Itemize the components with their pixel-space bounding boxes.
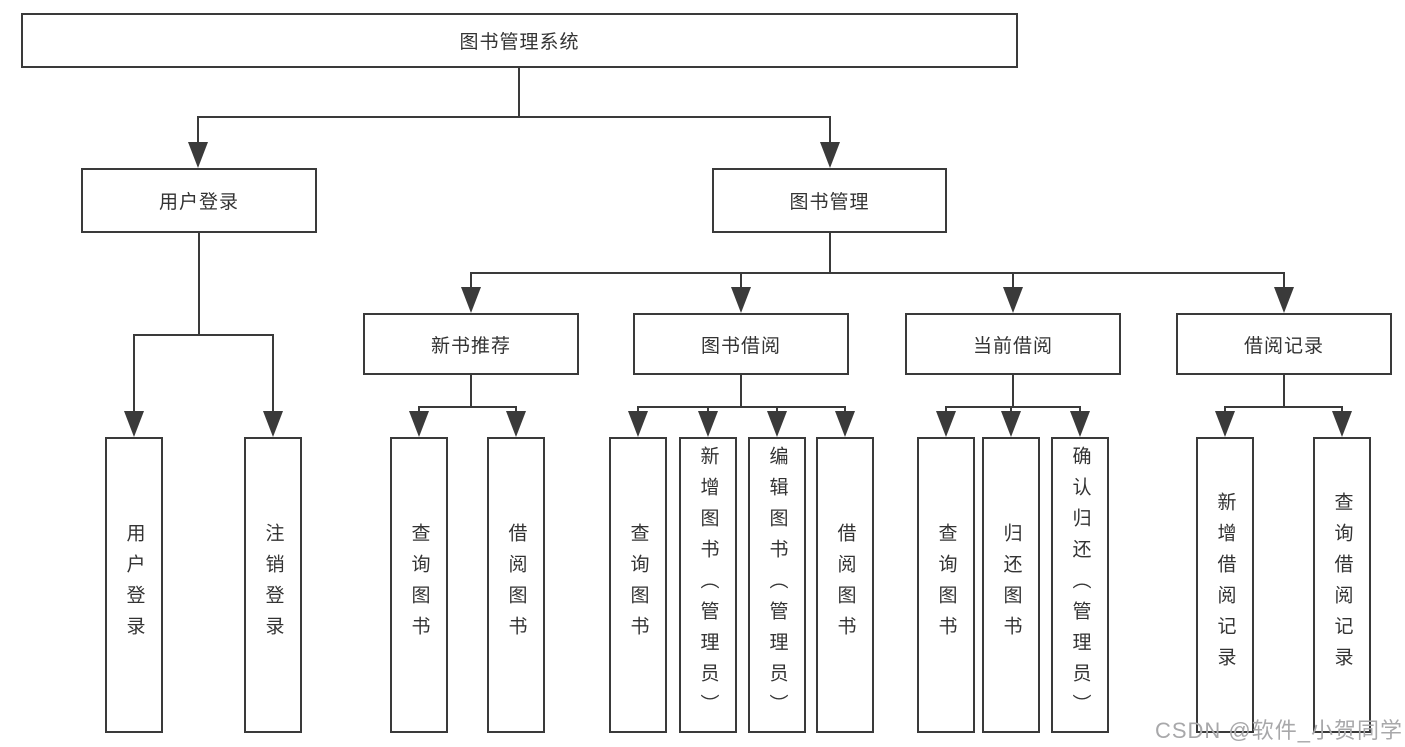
- node-current-borrowing: 当前借阅: [905, 313, 1121, 375]
- leaf-borrow-books-recommend: 借阅图书: [487, 437, 545, 733]
- node-label: 新增借阅记录: [1214, 492, 1236, 678]
- leaf-logout: 注销登录: [244, 437, 302, 733]
- leaf-query-books-borrowing: 查询图书: [609, 437, 667, 733]
- node-label: 图书管理系统: [459, 32, 580, 53]
- node-label: 借阅图书: [834, 523, 856, 647]
- node-label: 编辑图书（管理员）: [766, 445, 788, 725]
- node-label: 注销登录: [262, 523, 284, 647]
- node-label: 查询图书: [408, 523, 430, 647]
- node-borrowing-records: 借阅记录: [1176, 313, 1392, 375]
- node-book-borrowing: 图书借阅: [633, 313, 849, 375]
- leaf-return-books: 归还图书: [982, 437, 1040, 733]
- leaf-add-borrow-record: 新增借阅记录: [1196, 437, 1254, 733]
- watermark: CSDN @软件_小贺同学: [1154, 718, 1403, 743]
- leaf-add-book-admin: 新增图书（管理员）: [679, 437, 737, 733]
- leaf-query-books-current: 查询图书: [917, 437, 975, 733]
- node-label: 图书借阅: [700, 335, 781, 357]
- node-label: 当前借阅: [972, 335, 1053, 357]
- node-label: 新增图书（管理员）: [697, 445, 719, 725]
- node-book-management: 图书管理: [712, 168, 947, 233]
- leaf-query-borrow-record: 查询借阅记录: [1313, 437, 1371, 733]
- node-label: 用户登录: [123, 523, 145, 647]
- node-label: 借阅记录: [1243, 335, 1324, 357]
- node-label: 归还图书: [1000, 523, 1022, 647]
- leaf-edit-book-admin: 编辑图书（管理员）: [748, 437, 806, 733]
- node-label: 借阅图书: [505, 523, 527, 647]
- node-new-book-recommendation: 新书推荐: [363, 313, 579, 375]
- node-label: 查询图书: [935, 523, 957, 647]
- node-label: 查询借阅记录: [1331, 492, 1353, 678]
- node-label: 确认归还（管理员）: [1069, 445, 1091, 725]
- leaf-confirm-return-admin: 确认归还（管理员）: [1051, 437, 1109, 733]
- node-label: 用户登录: [158, 192, 239, 213]
- node-user-login: 用户登录: [81, 168, 317, 233]
- leaf-user-login: 用户登录: [105, 437, 163, 733]
- node-label: 图书管理: [789, 192, 870, 213]
- leaf-borrow-books-borrowing: 借阅图书: [816, 437, 874, 733]
- node-label: 查询图书: [627, 523, 649, 647]
- node-label: 新书推荐: [430, 335, 511, 357]
- node-library-management-system: 图书管理系统: [21, 13, 1018, 68]
- leaf-query-books-recommend: 查询图书: [390, 437, 448, 733]
